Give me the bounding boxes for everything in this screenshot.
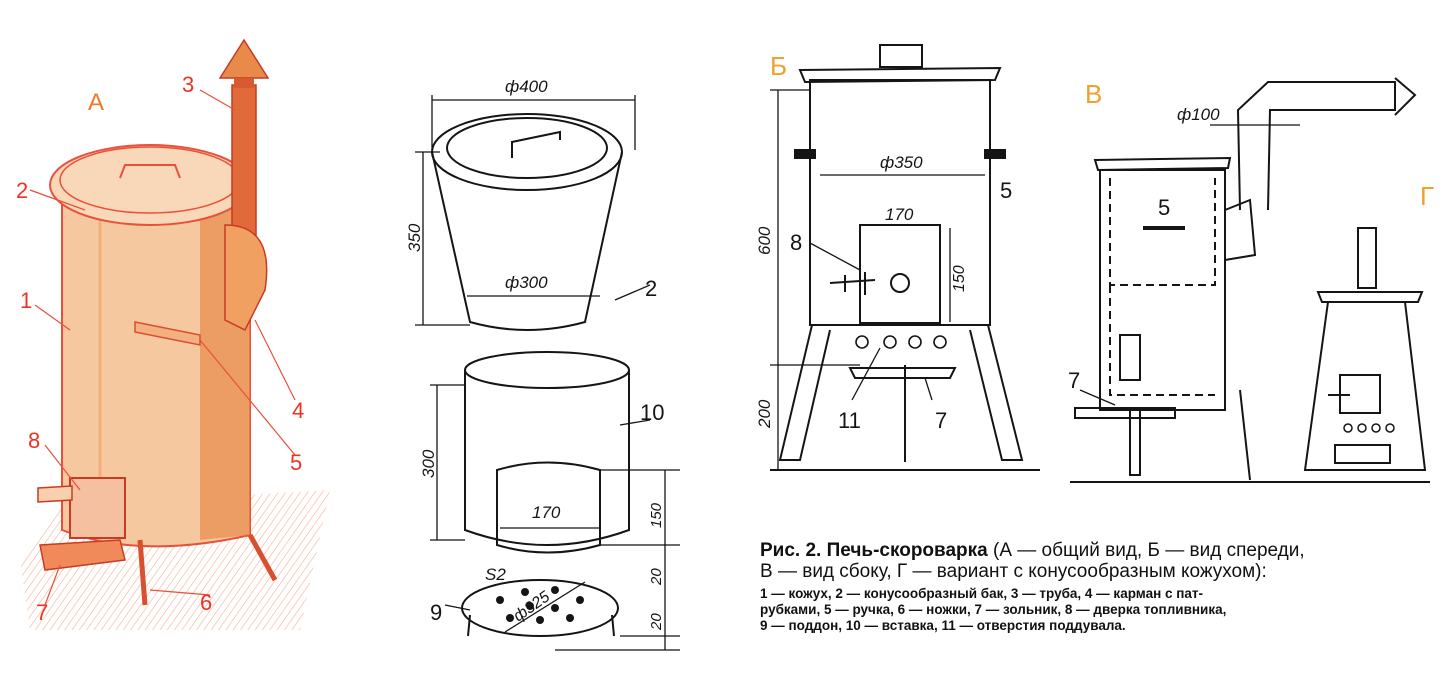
dim-d350: ф350 xyxy=(880,153,923,172)
part-label-3: 3 xyxy=(182,72,194,97)
part-label-7: 7 xyxy=(36,600,48,625)
part-label-2-tank: 2 xyxy=(645,276,657,301)
caption-title-line2: В — вид сбоку, Г — вариант с конусообраз… xyxy=(760,561,1267,582)
part-label-9: 9 xyxy=(430,600,442,625)
caption-legend-line2: рубками, 5 — ручка, 6 — ножки, 7 — зольн… xyxy=(760,602,1227,617)
part-label-5: 5 xyxy=(290,450,302,475)
part-label-6: 6 xyxy=(200,590,212,615)
dim-h350: 350 xyxy=(405,223,424,252)
view-label-b: Б xyxy=(770,51,787,81)
dim-d300: ф300 xyxy=(505,273,548,292)
dim-h150-door: 150 xyxy=(951,265,968,292)
view-label-v: В xyxy=(1085,79,1102,109)
part-label-5-front: 5 xyxy=(1000,178,1012,203)
dim-d400: ф400 xyxy=(505,77,548,96)
view-b-front: Б ф350 170 150 600 200 5 8 11 7 xyxy=(755,44,1040,471)
part-label-7-front: 7 xyxy=(935,408,947,433)
figure-caption: Рис. 2. Печь-скороварка (А — общий вид, … xyxy=(760,540,1440,634)
dim-w170-insert: 170 xyxy=(532,503,561,522)
part-label-1: 1 xyxy=(20,288,32,313)
view-a-general: А 1 2 3 4 5 6 7 8 xyxy=(16,38,330,630)
dim-h200: 200 xyxy=(755,399,774,429)
caption-legend-line3: 9 — поддон, 10 — вставка, 11 — отверстия… xyxy=(760,618,1126,633)
view-label-g: Г xyxy=(1420,181,1434,211)
part-label-2: 2 xyxy=(16,178,28,203)
dim-s2: S2 xyxy=(485,565,506,584)
view-g-variant: Г xyxy=(1303,181,1434,471)
dim-h20-b: 20 xyxy=(648,613,665,631)
view-v-side: В ф100 5 7 xyxy=(1068,77,1430,483)
caption-title-bold: Рис. 2. Печь-скороварка xyxy=(760,540,988,561)
part-label-11: 11 xyxy=(838,408,861,433)
part-label-8: 8 xyxy=(28,428,40,453)
dim-d100: ф100 xyxy=(1177,105,1220,124)
part-label-10: 10 xyxy=(640,400,664,425)
caption-title: Рис. 2. Печь-скороварка (А — общий вид, … xyxy=(760,540,1440,561)
part-label-8-front: 8 xyxy=(790,230,802,255)
caption-legend: 1 — кожух, 2 — конусообразный бак, 3 — т… xyxy=(760,586,1440,634)
dim-w170-door: 170 xyxy=(885,205,914,224)
caption-legend-line1: 1 — кожух, 2 — конусообразный бак, 3 — т… xyxy=(760,586,1204,601)
view-label-a: А xyxy=(88,89,104,116)
dim-d325: ф325 xyxy=(511,588,554,625)
dim-h20-a: 20 xyxy=(648,568,665,586)
part-label-4: 4 xyxy=(292,398,304,423)
exploded-view: ф400 ф300 350 300 170 150 20 20 S2 ф325 … xyxy=(405,77,680,651)
dim-h600: 600 xyxy=(755,226,774,255)
caption-title-rest: (А — общий вид, Б — вид спереди, xyxy=(987,540,1305,561)
dim-h300: 300 xyxy=(419,449,438,478)
part-label-5-side: 5 xyxy=(1158,195,1170,220)
dim-h150-insert: 150 xyxy=(648,502,665,528)
part-label-7-side: 7 xyxy=(1068,368,1080,393)
